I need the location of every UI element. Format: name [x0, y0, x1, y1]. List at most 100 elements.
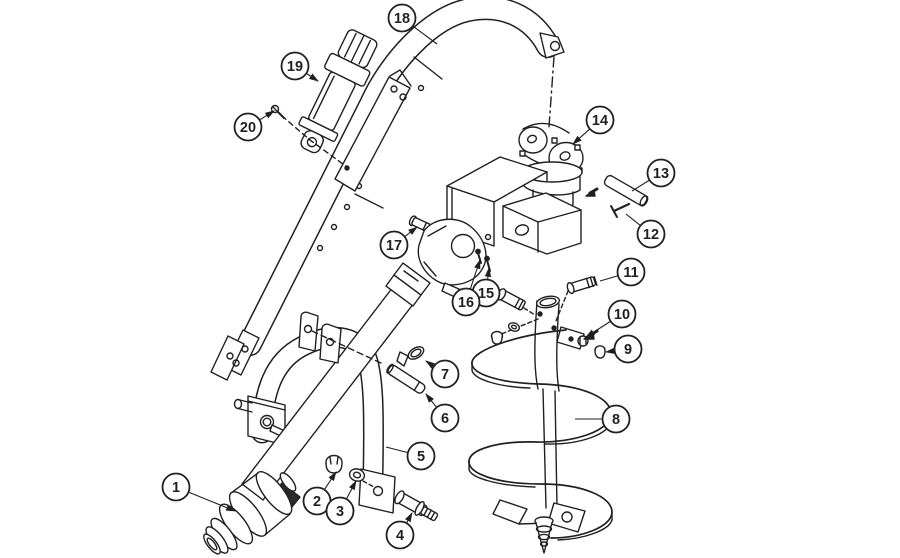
callout-balloon-8	[601, 404, 631, 434]
callout-balloon-18	[387, 3, 417, 33]
callout-leader-7	[425, 360, 436, 369]
callout-leader-16	[469, 258, 481, 290]
callout-balloon-1	[161, 472, 191, 502]
callout-leader-1	[188, 491, 237, 512]
callout-number-3: 3	[336, 504, 344, 520]
nut-part-9	[594, 345, 606, 359]
callout-balloon-14	[585, 105, 615, 135]
callout-balloon-20	[233, 112, 263, 142]
callout-11: 11	[599, 257, 646, 287]
callout-balloon-13	[646, 158, 676, 188]
assembly-dash-line-a	[523, 307, 536, 316]
callout-number-4: 4	[396, 528, 404, 544]
callout-balloon-16	[451, 287, 481, 317]
callout-leader-14	[572, 128, 591, 145]
callout-leader-12	[625, 213, 641, 226]
callout-number-7: 7	[441, 367, 449, 383]
centerline-boom-gearbox	[548, 56, 555, 128]
callout-balloon-9	[613, 334, 643, 364]
callout-number-10: 10	[614, 307, 630, 323]
callout-balloon-7	[430, 359, 460, 389]
callout-9: 9	[604, 334, 643, 364]
nut-part-2	[325, 454, 343, 474]
direction-arrow	[585, 187, 599, 197]
callout-number-17: 17	[386, 238, 402, 254]
pto-shaft-part	[241, 218, 487, 509]
callout-10: 10	[585, 299, 637, 338]
callout-13: 13	[631, 158, 676, 192]
gearbox-part	[502, 122, 584, 255]
callout-12: 12	[625, 213, 666, 249]
callout-leader-5	[385, 446, 409, 454]
callout-leader-10	[585, 320, 611, 338]
callout-16: 16	[451, 258, 481, 317]
callout-number-2: 2	[313, 494, 321, 510]
callout-leader-17	[404, 226, 418, 238]
callout-leader-19	[306, 72, 319, 82]
callout-balloon-5	[406, 441, 436, 471]
callout-1: 1	[161, 472, 237, 512]
callout-20: 20	[233, 110, 275, 142]
callout-leader-11	[599, 275, 619, 282]
callout-leader-9	[604, 347, 616, 354]
callout-leader-15	[484, 266, 492, 280]
callout-number-13: 13	[653, 166, 669, 182]
clevis-pin-part	[386, 363, 426, 394]
callout-5: 5	[385, 441, 436, 471]
callout-balloon-6	[430, 403, 460, 433]
callout-number-11: 11	[623, 265, 638, 281]
callout-number-1: 1	[172, 480, 180, 496]
lynch-pin-part	[396, 346, 425, 367]
callout-number-5: 5	[417, 449, 425, 465]
assembly-dash-line-20	[281, 115, 348, 168]
clutch-cylinder-part	[298, 29, 378, 154]
pin-part-13	[603, 174, 649, 207]
callout-4: 4	[385, 512, 415, 550]
callout-balloon-19	[280, 51, 310, 81]
bolt-part-11	[566, 275, 598, 295]
assembly-dash-line-bolt4	[362, 480, 375, 488]
callout-3: 3	[325, 480, 357, 526]
callout-8: 8	[575, 404, 631, 434]
callout-6: 6	[425, 393, 460, 433]
callout-number-15: 15	[478, 286, 494, 302]
callout-number-14: 14	[592, 113, 608, 129]
callout-number-18: 18	[394, 11, 410, 27]
callout-balloon-10	[607, 299, 637, 329]
callout-leader-20	[259, 110, 275, 121]
callout-number-6: 6	[441, 411, 449, 427]
pin-part-16	[475, 248, 482, 264]
callout-18: 18	[387, 3, 438, 45]
callout-17: 17	[379, 226, 418, 260]
callout-leader-13	[631, 179, 650, 192]
hanger-plates-part	[298, 311, 342, 364]
coupler-part	[203, 470, 297, 555]
callout-balloon-4	[385, 520, 415, 550]
callout-number-16: 16	[458, 295, 474, 311]
bolt-part-12	[610, 202, 631, 218]
callout-balloon-11	[616, 257, 646, 287]
washer-nut-set-part	[490, 322, 521, 345]
callout-7: 7	[425, 359, 460, 389]
callout-leader-6	[425, 393, 438, 408]
boom-tube-part	[210, 0, 565, 381]
callout-leader-4	[404, 512, 413, 524]
callout-number-19: 19	[287, 59, 303, 75]
assembly-dash-line-pin	[311, 330, 384, 365]
callout-19: 19	[280, 51, 319, 82]
callout-number-12: 12	[643, 227, 659, 243]
callout-number-9: 9	[624, 342, 632, 358]
callout-number-8: 8	[612, 412, 620, 428]
callout-14: 14	[572, 105, 615, 145]
callout-balloon-12	[636, 219, 666, 249]
callout-leader-3	[345, 480, 357, 500]
callout-number-20: 20	[240, 120, 256, 136]
bolt-part-4	[394, 490, 439, 522]
callout-balloon-17	[379, 230, 409, 260]
callout-leader-2	[323, 471, 337, 491]
assembly-dash-line-11	[555, 290, 569, 322]
callout-leader-18	[412, 25, 438, 45]
